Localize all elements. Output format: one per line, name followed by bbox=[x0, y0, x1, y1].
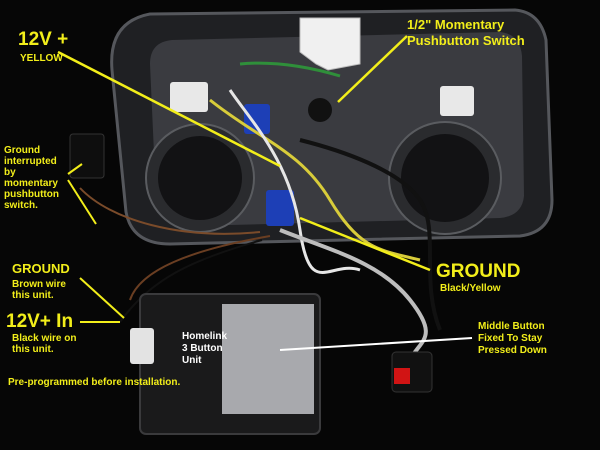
label-yellow: YELLOW bbox=[20, 53, 63, 64]
label-ground-left-4: momentary bbox=[4, 178, 58, 189]
label-homelink-2: 3 Button bbox=[182, 343, 223, 354]
right-white-connector bbox=[440, 86, 474, 116]
pointer-ground-mid bbox=[79, 277, 125, 319]
label-homelink-3: Unit bbox=[182, 355, 202, 366]
homelink-plug bbox=[130, 328, 154, 364]
red-connector-tab bbox=[394, 368, 410, 384]
wire-harness bbox=[279, 228, 428, 361]
label-middle-button-3: Pressed Down bbox=[478, 345, 547, 356]
label-ground-left-3: by bbox=[4, 167, 16, 178]
pointer-middle-button bbox=[279, 337, 473, 351]
pointer-switch bbox=[337, 35, 408, 103]
wire-brown-1 bbox=[79, 187, 261, 235]
ground-switch-connector bbox=[69, 133, 105, 179]
label-black-wire-1: Black wire on bbox=[12, 333, 77, 344]
wire-white bbox=[228, 89, 361, 274]
label-12v-in: 12V+ In bbox=[6, 311, 74, 332]
label-middle-button-2: Fixed To Stay bbox=[478, 333, 543, 344]
pointer-12v-yellow bbox=[57, 50, 281, 168]
label-ground-mid: GROUND bbox=[12, 261, 70, 276]
label-ground-left-5: pushbutton bbox=[4, 189, 59, 200]
pushbutton-switch-body bbox=[299, 17, 361, 71]
label-switch-1: 1/2" Momentary bbox=[407, 17, 505, 32]
label-black-yellow: Black/Yellow bbox=[440, 283, 501, 294]
homelink-tape bbox=[222, 304, 314, 414]
left-white-connector bbox=[170, 82, 208, 112]
label-preprogrammed: Pre-programmed before installation. bbox=[8, 377, 181, 388]
pointer-ground-left-b bbox=[67, 179, 97, 225]
label-homelink-1: Homelink bbox=[182, 331, 228, 342]
label-ground-left-2: interrupted bbox=[4, 156, 57, 167]
label-switch-2: Pushbutton Switch bbox=[407, 33, 525, 48]
wire-green bbox=[239, 61, 341, 78]
label-ground-left-1: Ground bbox=[4, 145, 41, 156]
label-12v-plus: 12V + bbox=[18, 29, 69, 50]
pointer-ground-left-a bbox=[67, 163, 83, 175]
switch-nut bbox=[308, 98, 332, 122]
label-black-wire-2: this unit. bbox=[12, 344, 54, 355]
wire-black bbox=[299, 138, 442, 331]
label-ground-left-6: switch. bbox=[4, 200, 38, 211]
label-ground-right: GROUND bbox=[436, 261, 521, 282]
left-speaker bbox=[158, 136, 242, 220]
pointer-ground-right bbox=[299, 216, 431, 272]
blue-connector-bottom bbox=[266, 190, 294, 226]
wire-brown-2 bbox=[129, 235, 271, 301]
blue-connector-top bbox=[244, 104, 270, 134]
right-speaker bbox=[401, 134, 489, 222]
label-brown-wire-2: this unit. bbox=[12, 290, 54, 301]
wire-black-2 bbox=[119, 239, 263, 323]
label-middle-button-1: Middle Button bbox=[478, 321, 545, 332]
label-brown-wire-1: Brown wire bbox=[12, 279, 66, 290]
